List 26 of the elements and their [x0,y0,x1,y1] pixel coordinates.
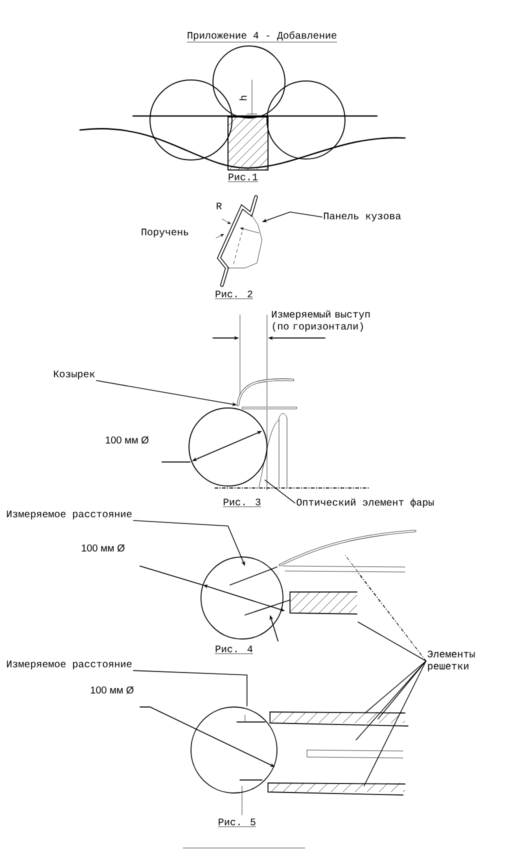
part-label: Поручень [142,228,188,238]
leader-text: Элементы решетки [428,650,475,672]
leader-text: Измеряемое расстояние [6,660,132,670]
leader-line [364,660,426,714]
leader-line [358,622,426,662]
leader-text: Козырек [54,370,95,380]
figure-caption: Рис.1 [228,174,258,182]
leader-line [133,670,248,706]
leader-line [364,660,426,786]
figure-caption: Рис. 5 [218,818,256,827]
part-label: Измеряемый выступ (по горизонтали) [272,310,370,332]
part-label: R [216,202,222,210]
part-label: h [239,96,247,100]
grille-drawing [140,530,416,642]
leader-line [358,572,426,662]
leader-line [356,660,426,740]
handrail-drawing [216,195,262,287]
leader-text: Измеряемое расстояние [6,510,132,520]
leader-line [264,480,296,504]
leader-text: Панель кузова [324,212,401,222]
figure-caption: Рис. 4 [214,646,254,654]
figure-caption: Рис. 3 [222,498,262,507]
figure-caption: Рис. 2 [214,290,254,299]
title: Приложение 4 - Добавление [186,31,338,42]
grille-drawing [140,706,408,816]
leader-text: Оптический элемент фары [296,498,434,508]
